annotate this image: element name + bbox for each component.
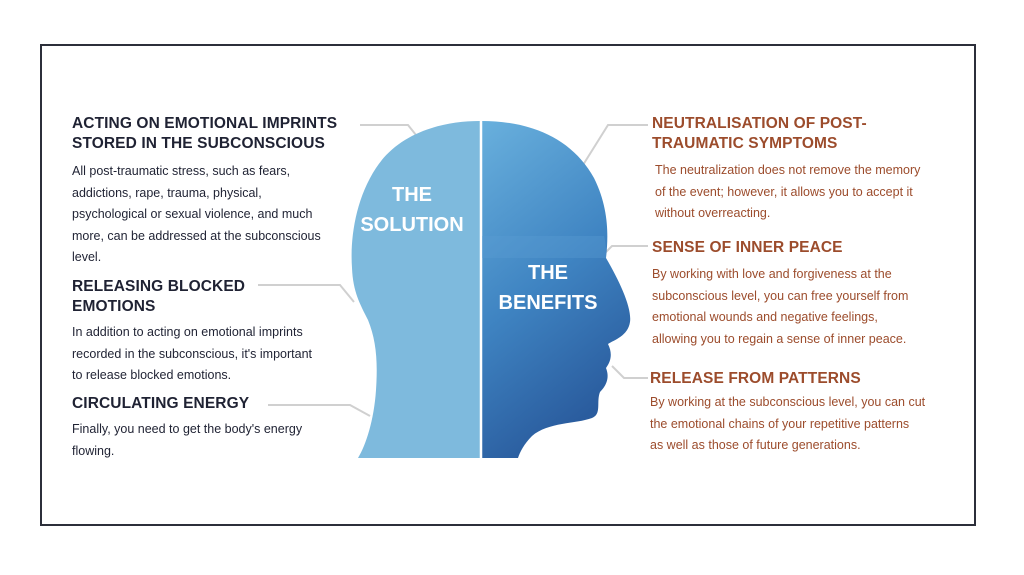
benefit-item-2-body: By working with love and forgiveness at … — [652, 267, 909, 346]
solution-item-3-body: Finally, you need to get the body's ener… — [72, 422, 303, 458]
benefit-item-1-body: The neutralization does not remove the m… — [655, 163, 921, 220]
benefit-item-3: RELEASE FROM PATTERNS By working at the … — [650, 369, 962, 457]
right-head-half — [482, 121, 631, 458]
benefits-label-line2: BENEFITS — [498, 292, 598, 314]
solution-label: THE SOLUTION — [350, 180, 474, 240]
solution-label-line2: SOLUTION — [360, 214, 464, 236]
solution-item-1-title: ACTING ON EMOTIONAL IMPRINTS STORED IN T… — [72, 115, 338, 152]
solution-item-1: ACTING ON EMOTIONAL IMPRINTS STORED IN T… — [72, 114, 367, 269]
solution-item-2-body: In addition to acting on emotional impri… — [72, 325, 313, 382]
benefit-item-2: SENSE OF INNER PEACE By working with lov… — [652, 238, 962, 350]
connector-line-3 — [268, 404, 371, 417]
benefit-item-3-body: By working at the subconscious level, yo… — [650, 395, 926, 452]
benefit-item-2-title: SENSE OF INNER PEACE — [652, 239, 843, 256]
connector-line-5 — [599, 245, 648, 259]
left-head-half — [351, 121, 480, 458]
connector-line-6 — [611, 365, 648, 379]
solution-item-1-body: All post-traumatic stress, such as fears… — [72, 164, 321, 264]
benefit-item-1-title: NEUTRALISATION OF POST- TRAUMATIC SYMPTO… — [652, 115, 867, 152]
solution-item-3: CIRCULATING ENERGY Finally, you need to … — [72, 394, 357, 462]
solution-label-line1: THE — [392, 184, 432, 206]
connector-line-4 — [582, 124, 648, 166]
solution-item-3-title: CIRCULATING ENERGY — [72, 395, 250, 412]
benefit-item-3-title: RELEASE FROM PATTERNS — [650, 370, 861, 387]
solution-item-2-title: RELEASING BLOCKED EMOTIONS — [72, 278, 246, 315]
benefit-item-1: NEUTRALISATION OF POST- TRAUMATIC SYMPTO… — [652, 114, 962, 225]
benefits-label: THE BENEFITS — [486, 258, 610, 318]
connector-line-2 — [258, 284, 355, 303]
solution-item-2: RELEASING BLOCKED EMOTIONS In addition t… — [72, 277, 357, 387]
benefits-label-line1: THE — [528, 262, 568, 284]
